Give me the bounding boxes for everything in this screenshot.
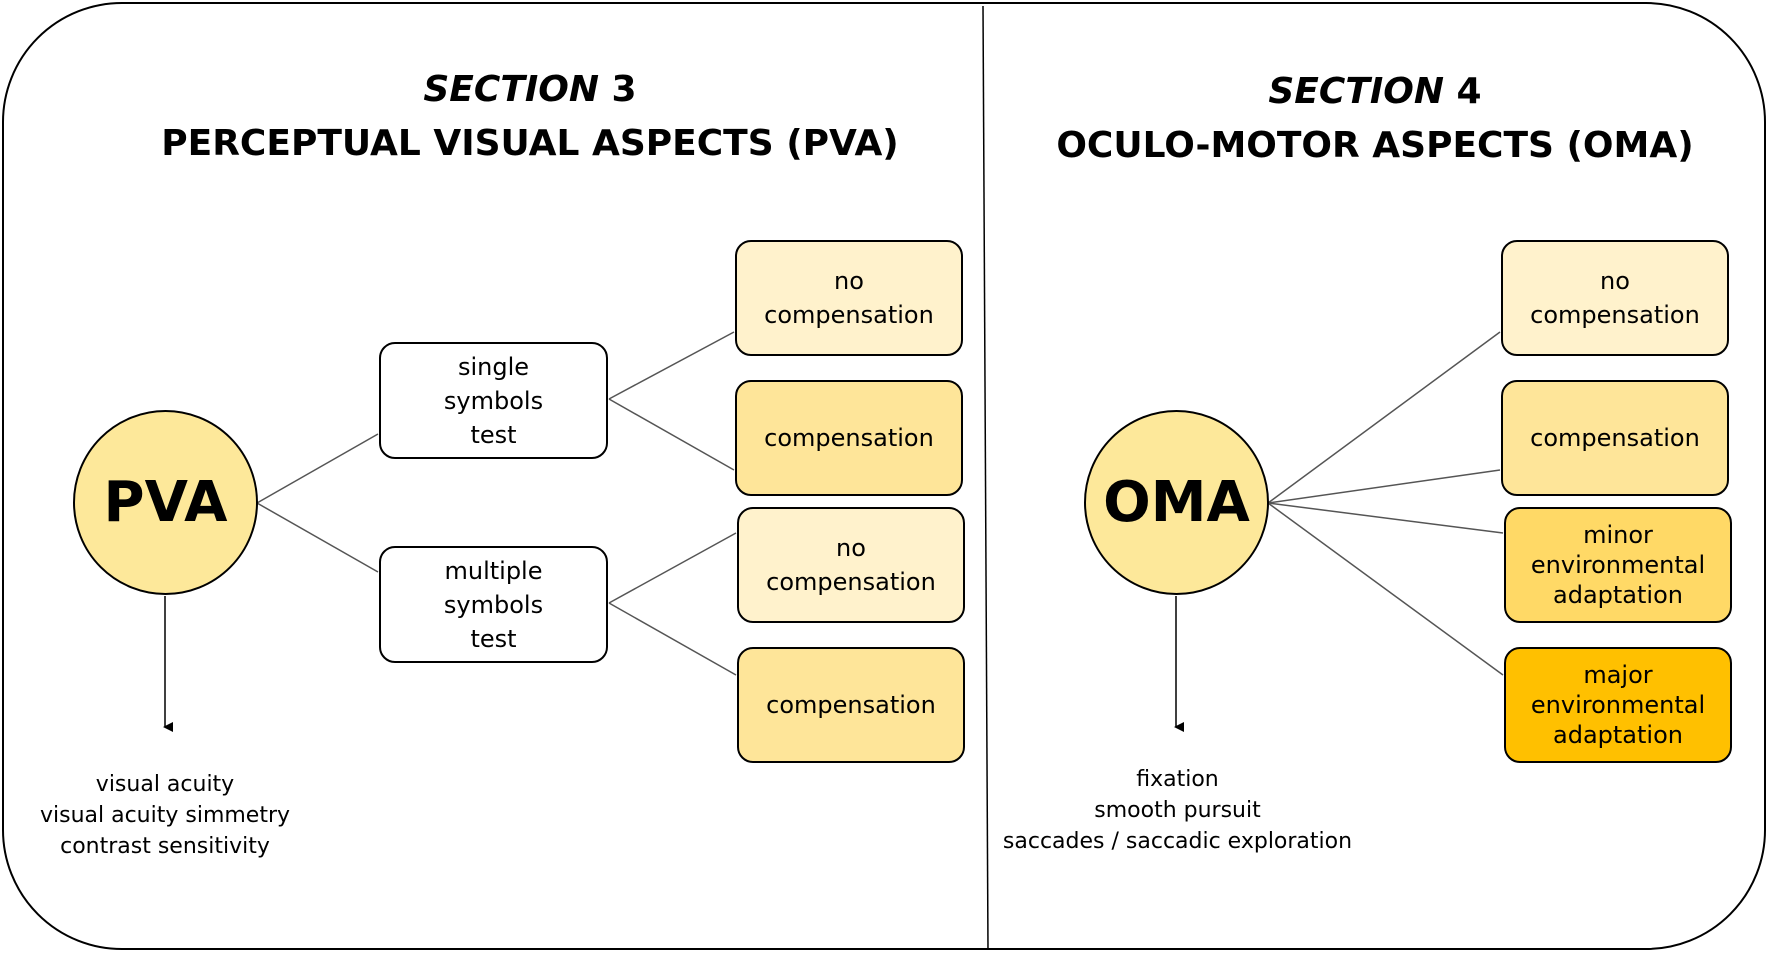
section3-name: PERCEPTUAL VISUAL ASPECTS (PVA): [161, 123, 899, 164]
single-compensation-box: compensation: [735, 380, 963, 496]
section-divider: [982, 5, 989, 951]
oma-compensation-box: compensation: [1501, 380, 1729, 496]
oma-measure: saccades / saccadic exploration: [1002, 829, 1353, 854]
major-environmental-adaptation-box: major environmental adaptation: [1504, 647, 1732, 763]
connector-oma-major: [1267, 502, 1504, 676]
pva-measure: visual acuity: [95, 772, 235, 797]
pva-measure: visual acuity simmetry: [39, 803, 291, 828]
connector-oma-comp: [1267, 469, 1501, 504]
connector-oma-minor: [1267, 502, 1504, 534]
multiple-compensation-box: compensation: [737, 647, 965, 763]
single-symbols-test-box: single symbols test: [379, 342, 608, 459]
oma-measure: smooth pursuit: [1094, 798, 1261, 823]
section3-number: 3: [611, 69, 637, 110]
multiple-symbols-test-box: multiple symbols test: [379, 546, 608, 663]
oma-measures-list: fixation smooth pursuit saccades / sacca…: [1000, 764, 1355, 857]
section3-title: SECTION 3 PERCEPTUAL VISUAL ASPECTS (PVA…: [130, 64, 930, 172]
connector-single-comp: [608, 398, 735, 471]
connector-oma-nocomp: [1267, 331, 1501, 504]
connector-multiple-nocomp: [608, 532, 737, 604]
connector-single-nocomp: [608, 331, 735, 400]
pva-node: PVA: [73, 410, 258, 595]
pva-measure: contrast sensitivity: [60, 834, 270, 859]
pva-measures-list: visual acuity visual acuity simmetry con…: [15, 769, 315, 862]
connector-pva-multiple: [256, 502, 379, 573]
section4-label: SECTION: [1268, 71, 1444, 112]
connector-multiple-comp: [608, 602, 737, 676]
oma-node: OMA: [1084, 410, 1269, 595]
oma-no-compensation-box: no compensation: [1501, 240, 1729, 356]
single-no-compensation-box: no compensation: [735, 240, 963, 356]
section4-title: SECTION 4 OCULO-MOTOR ASPECTS (OMA): [975, 66, 1772, 174]
multiple-no-compensation-box: no compensation: [737, 507, 965, 623]
oma-measure: fixation: [1136, 767, 1219, 792]
connector-pva-single: [256, 433, 379, 504]
section3-label: SECTION: [423, 69, 599, 110]
minor-environmental-adaptation-box: minor environmental adaptation: [1504, 507, 1732, 623]
section4-number: 4: [1456, 71, 1482, 112]
section4-name: OCULO-MOTOR ASPECTS (OMA): [1056, 125, 1694, 166]
